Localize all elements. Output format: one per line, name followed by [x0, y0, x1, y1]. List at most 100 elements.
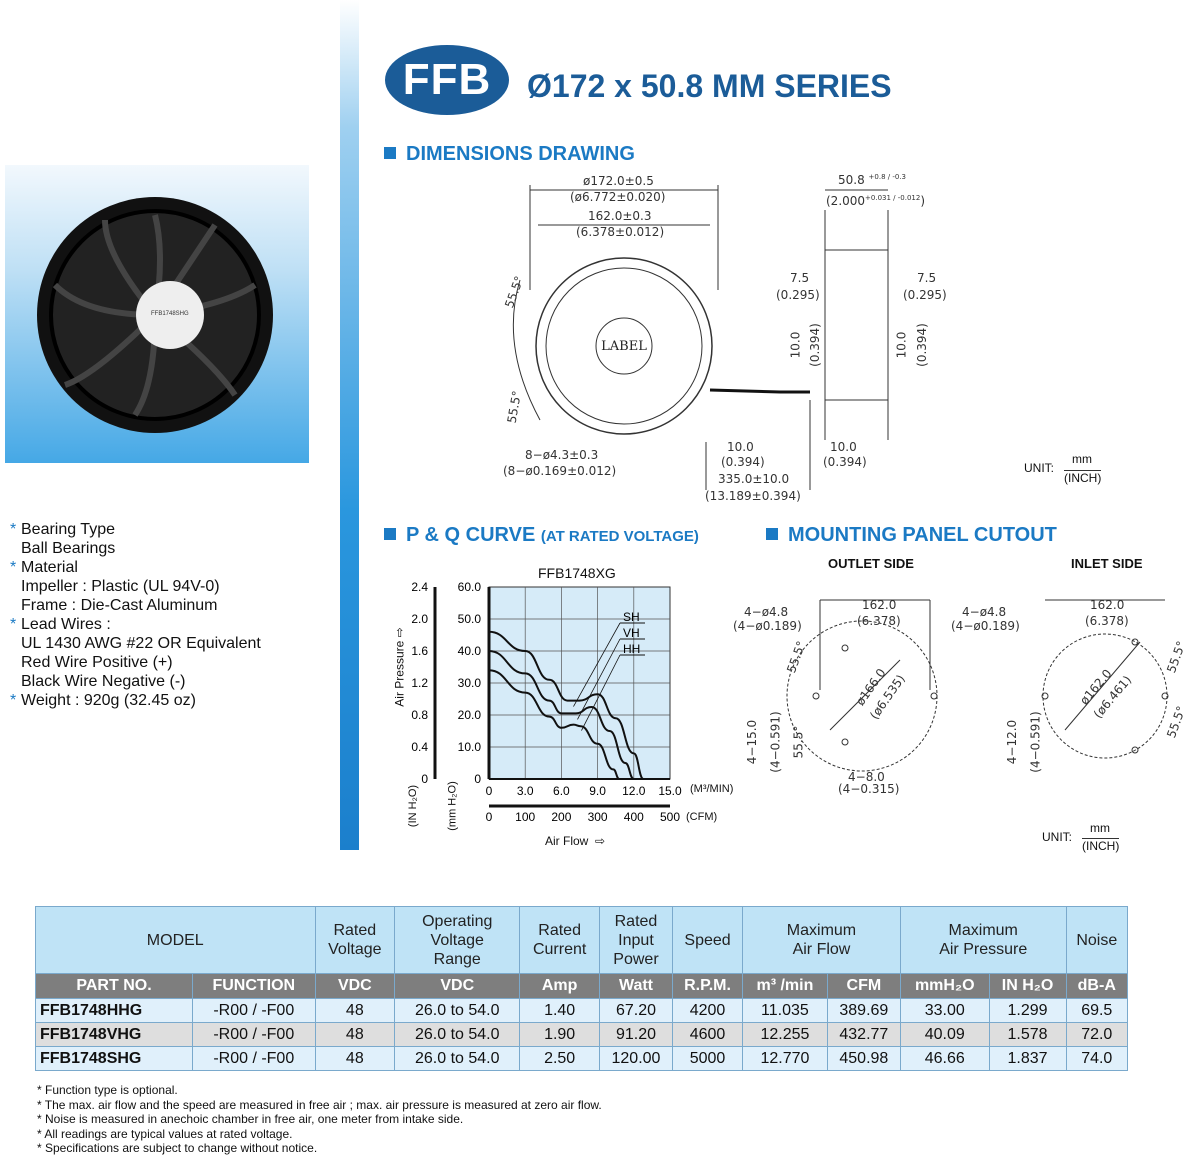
inlet-side-title: INLET SIDE — [1071, 556, 1143, 571]
inlet-hole: 4−ø4.8 — [962, 605, 1007, 619]
table-cell: 1.90 — [519, 1022, 600, 1047]
y2-tick-label: 0.8 — [411, 708, 428, 722]
dim-lead-length: 335.0±10.0 — [718, 472, 790, 486]
column-unit-header: CFM — [826, 973, 901, 999]
part-number-cell: FFB1748VHG — [34, 1022, 194, 1047]
y-unit: (mm H₂O) — [446, 781, 459, 831]
dim-vertical-right-inch: (0.394) — [914, 323, 929, 367]
x2-tick-label: 100 — [515, 810, 535, 824]
y2-tick-label: 0.4 — [411, 740, 428, 754]
table-cell: 12.770 — [742, 1046, 828, 1071]
column-unit-header: VDC — [314, 973, 396, 999]
bullet-asterisk-icon: * — [10, 692, 17, 709]
table-cell: 4600 — [672, 1022, 744, 1047]
legend-label-hh: HH — [623, 642, 640, 656]
y2-tick-label: 1.6 — [411, 644, 428, 658]
column-unit-header: FUNCTION — [192, 973, 316, 999]
table-cell: 1.837 — [988, 1046, 1067, 1071]
outlet-hole-inch: (4−ø0.189) — [733, 619, 802, 633]
spec-detail: UL 1430 AWG #22 OR Equivalent — [21, 635, 261, 652]
x-tick-label: 0 — [486, 784, 493, 798]
mount-unit-mm: mm — [1090, 821, 1110, 835]
table-cell: 72.0 — [1065, 1022, 1129, 1047]
y-tick-label: 20.0 — [458, 708, 482, 722]
mount-unit-inch: (INCH) — [1082, 838, 1120, 853]
dim-side-offset-inch: (0.394) — [823, 455, 867, 469]
table-cell: 1.40 — [519, 998, 600, 1023]
table-cell: 48 — [314, 1046, 396, 1071]
outlet-side-title: OUTLET SIDE — [828, 556, 914, 571]
column-group-header: Speed — [672, 906, 744, 974]
outlet-height-inch: (4−0.591) — [768, 711, 783, 773]
table-cell: 1.299 — [988, 998, 1067, 1023]
dim-lead-strip: 10.0 — [727, 440, 754, 454]
dim-vertical-left: 10.0 — [788, 331, 803, 359]
section-dimensions-heading: DIMENSIONS DRAWING — [384, 143, 635, 166]
y-tick-label: 40.0 — [458, 644, 482, 658]
x2-tick-label: 500 — [660, 810, 680, 824]
x2-tick-label: 400 — [624, 810, 644, 824]
legend-label-vh: VH — [623, 626, 640, 640]
series-line-hh — [488, 669, 620, 780]
table-cell: 26.0 to 54.0 — [394, 1046, 521, 1071]
footnote: * The max. air flow and the speed are me… — [37, 1097, 602, 1112]
table-cell: -R00 / -F00 — [192, 998, 316, 1023]
outlet-slot: 4−8.0 — [848, 770, 885, 784]
table-cell: -R00 / -F00 — [192, 1022, 316, 1047]
table-cell: 48 — [314, 1022, 396, 1047]
dim-hole-spacing: 162.0±0.3 — [588, 209, 652, 223]
spec-item: *Bearing Type — [10, 520, 261, 539]
spec-detail: Frame : Die-Cast Aluminum — [21, 597, 218, 614]
table-cell: -R00 / -F00 — [192, 1046, 316, 1071]
dim-flange-right-inch: (0.295) — [903, 288, 947, 302]
svg-text:FFB1748SHG: FFB1748SHG — [151, 311, 189, 317]
brand-logo: FFB — [385, 45, 509, 115]
part-number-cell: FFB1748HHG — [34, 998, 194, 1023]
inlet-height: 4−12.0 — [1005, 719, 1020, 765]
dim-flange-left-inch: (0.295) — [776, 288, 820, 302]
y-tick-label: 30.0 — [458, 676, 482, 690]
outlet-angle-bottom: 55.5° — [791, 725, 806, 759]
x-tick-label: 6.0 — [553, 784, 570, 798]
column-unit-header: Watt — [598, 973, 674, 999]
footnote: * Noise is measured in anechoic chamber … — [37, 1112, 464, 1126]
x2-tick-label: 0 — [486, 810, 493, 824]
spec-heading: Lead Wires : — [21, 616, 111, 633]
dim-mounting-holes: 8−ø4.3±0.3 — [525, 448, 599, 462]
spec-heading: Weight : 920g (32.45 oz) — [21, 692, 196, 709]
x-tick-label: 12.0 — [622, 784, 646, 798]
page-title: Ø172 x 50.8 MM SERIES — [527, 68, 892, 104]
inlet-hole-inch: (4−ø0.189) — [951, 619, 1020, 633]
spec-heading: Bearing Type — [21, 521, 115, 538]
x-unit: (M³/MIN) — [690, 783, 734, 795]
dim-flange-left: 7.5 — [790, 271, 810, 285]
y2-tick-label: 1.2 — [411, 676, 428, 690]
bullet-asterisk-icon: * — [10, 521, 17, 538]
dim-depth: 50.8 +0.8 / -0.3 — [838, 173, 907, 187]
table-cell: 389.69 — [826, 998, 901, 1023]
column-unit-header: R.P.M. — [672, 973, 744, 999]
x-tick-label: 3.0 — [517, 784, 534, 798]
chart-title: FFB1748XG — [538, 565, 616, 581]
spec-detail: Black Wire Negative (-) — [21, 673, 186, 690]
unit-label: UNIT: — [1024, 461, 1054, 475]
column-unit-header: m³ /min — [742, 973, 828, 999]
y-tick-label: 0 — [474, 772, 481, 786]
column-group-header: Maximum Air Flow — [742, 906, 901, 974]
table-cell: 46.66 — [899, 1046, 990, 1071]
table-cell: 1.578 — [988, 1022, 1067, 1047]
outlet-slot-inch: (4−0.315) — [838, 782, 900, 796]
bullet-asterisk-icon: * — [10, 616, 17, 633]
column-unit-header: mmH₂O — [899, 973, 990, 999]
unit-inch: (INCH) — [1064, 470, 1102, 485]
dimension-drawing: LABEL — [512, 185, 889, 490]
table-cell: 120.00 — [598, 1046, 674, 1071]
x-tick-label: 9.0 — [589, 784, 606, 798]
dim-outer-diameter-inch: (ø6.772±0.020) — [570, 190, 666, 204]
footnote: * Function type is optional. — [37, 1083, 178, 1097]
fan-image-icon: FFB1748SHG — [37, 197, 273, 433]
